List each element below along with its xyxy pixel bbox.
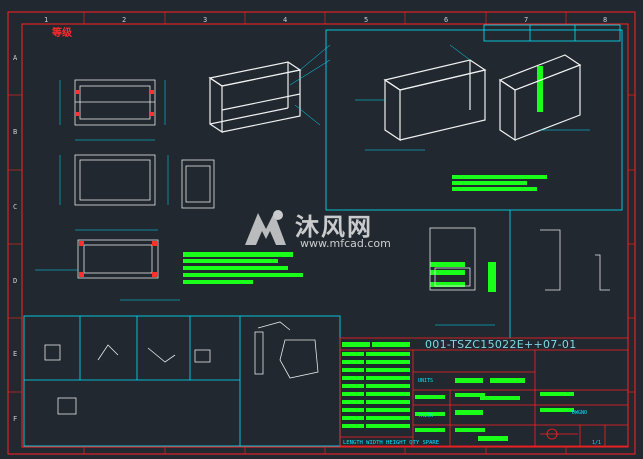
- drawing-number[interactable]: 001-TSZC15022E++07-01: [425, 338, 577, 351]
- ruler-row-c: C: [13, 203, 18, 211]
- detail-sketches: [44, 321, 578, 440]
- ruler-col-1: 1: [44, 16, 49, 24]
- ruler-row-f: F: [13, 415, 18, 423]
- ruler-ticks: [8, 12, 635, 454]
- title-block: [339, 337, 629, 447]
- ruler-row-d: D: [13, 277, 18, 285]
- watermark-url: www.mfcad.com: [300, 237, 391, 250]
- orthographic-views: [74, 79, 610, 291]
- red-detail-marks: [76, 90, 157, 277]
- grade-stamp: 等级: [52, 28, 72, 39]
- ruler-col-7: 7: [524, 16, 529, 24]
- ruler-col-2: 2: [122, 16, 127, 24]
- ruler-col-6: 6: [444, 16, 449, 24]
- outer-border: [7, 11, 636, 455]
- ruler-col-8: 8: [603, 16, 608, 24]
- title-block-bottom-row: LENGTH WIDTH HEIGHT QTY SPARE: [343, 440, 440, 446]
- watermark-cn: 沐风网: [295, 213, 373, 241]
- title-block-thick: THICK: [418, 413, 434, 419]
- title-block-units: UNITS: [418, 378, 434, 384]
- ruler-row-e: E: [13, 350, 18, 358]
- ruler-row-a: A: [13, 54, 18, 62]
- title-block-dwgno: DWGNO: [572, 410, 588, 416]
- bom-table-highlights: [183, 66, 574, 441]
- title-block-scale: 1/1: [592, 440, 602, 446]
- site-watermark: 沐风网 www.mfcad.com: [240, 207, 415, 257]
- ruler-col-4: 4: [283, 16, 288, 24]
- mfcad-logo-icon: [245, 210, 286, 245]
- dimension-lines: [35, 44, 590, 326]
- ruler-col-3: 3: [203, 16, 208, 24]
- isometric-frames: [208, 54, 582, 142]
- ruler-row-b: B: [13, 128, 18, 136]
- ruler-col-5: 5: [364, 16, 369, 24]
